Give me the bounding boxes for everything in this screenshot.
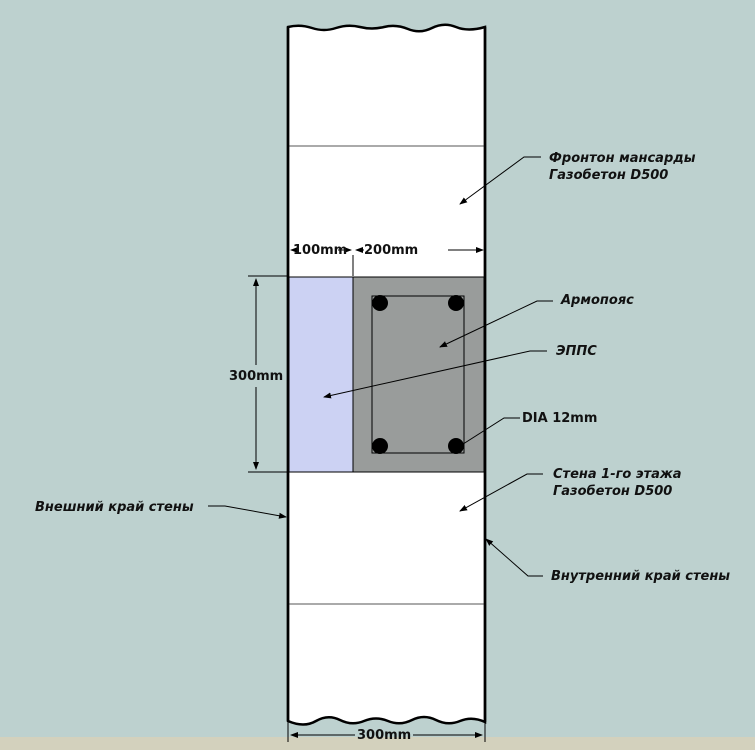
label-gable: Фронтон мансарды Газобетон D500 (549, 150, 696, 184)
leader-outer-edge (208, 505, 287, 519)
label-rebar: DIA 12mm (522, 411, 598, 426)
dim-epps-width: 100mm (293, 243, 348, 258)
leader-inner-edge (485, 538, 543, 577)
leader-wall1 (459, 473, 543, 512)
label-wall1: Стена 1-го этажа Газобетон D500 (553, 466, 682, 500)
stirrup (371, 295, 465, 454)
label-wall1-line2: Газобетон D500 (553, 484, 673, 499)
dim-armopoyas-width: 200mm (364, 243, 419, 258)
rebar-icon (448, 438, 464, 454)
ground (0, 737, 755, 750)
rebar-icon (372, 295, 388, 311)
epps-insulation (288, 276, 354, 473)
armopoyas-block (352, 276, 485, 473)
rebar-icon (372, 438, 388, 454)
rebar-icon (448, 295, 464, 311)
label-inner-edge: Внутренний край стены (551, 569, 731, 584)
label-armopoyas: Армопояс (561, 293, 634, 308)
leader-gable (459, 156, 541, 205)
leader-rebar (459, 417, 520, 447)
label-outer-edge: Внешний край стены (35, 500, 194, 515)
label-gable-line1: Фронтон мансарды (549, 151, 696, 166)
leader-epps (323, 350, 547, 399)
leader-armopoyas (439, 300, 553, 348)
label-wall1-line1: Стена 1-го этажа (553, 467, 682, 482)
dim-belt-height: 300mm (229, 369, 284, 384)
dim-wall-width: 300mm (357, 728, 412, 743)
label-gable-line2: Газобетон D500 (549, 168, 669, 183)
label-epps: ЭППС (556, 344, 597, 359)
